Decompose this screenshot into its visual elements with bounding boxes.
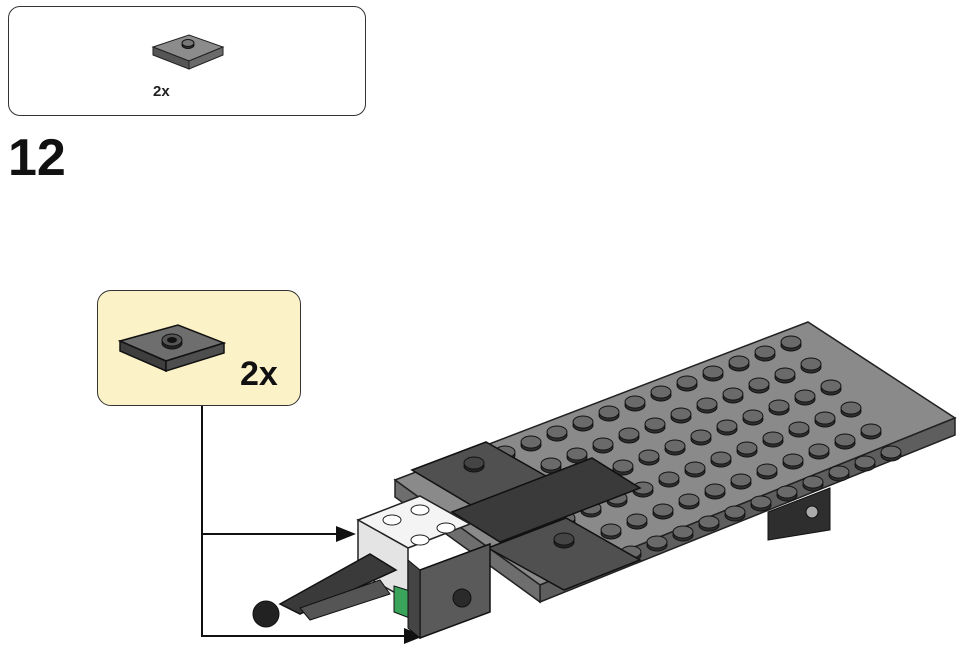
plate-stud: [750, 495, 772, 509]
plate-stud: [644, 417, 666, 431]
plate-stud: [670, 407, 692, 421]
plate-stud: [672, 525, 694, 539]
plate-stud: [716, 419, 738, 433]
tow-bar: [252, 553, 398, 628]
plate-stud: [612, 459, 634, 473]
plate-stud: [820, 379, 842, 393]
plate-stud: [762, 431, 784, 445]
plate-stud: [774, 367, 796, 381]
arrow-head-upper: [336, 526, 356, 542]
plate-stud: [788, 421, 810, 435]
plate-stud: [678, 493, 700, 507]
plate-stud: [572, 415, 594, 429]
plate-stud: [724, 505, 746, 519]
plate-stud: [676, 375, 698, 389]
plate-stud: [600, 523, 622, 537]
plate-stud: [710, 451, 732, 465]
plate-stud: [690, 429, 712, 443]
dark-plate-section: [450, 457, 642, 543]
plate-stud: [854, 455, 876, 469]
plate-stud: [834, 433, 856, 447]
plate-stud: [664, 439, 686, 453]
plate-stud: [808, 443, 830, 457]
front-dark-brick: [407, 542, 491, 640]
callout-quantity: 2x: [240, 355, 278, 393]
parts-list-box: 2x: [8, 6, 366, 116]
callout-connector-lines: [201, 406, 408, 637]
plate-stud: [638, 449, 660, 463]
plate-stud: [646, 535, 668, 549]
plate-stud: [880, 445, 902, 459]
plate-stud: [802, 475, 824, 489]
dark-gray-jumper-plate-icon: [118, 324, 227, 373]
plate-stud: [800, 357, 822, 371]
plate-stud: [728, 355, 750, 369]
plate-stud: [618, 427, 640, 441]
plate-stud: [730, 473, 752, 487]
dark-jumper-tile-front: [486, 517, 642, 591]
plate-stud: [698, 515, 720, 529]
plate-stud: [598, 405, 620, 419]
plate-stud: [776, 485, 798, 499]
plate-stud: [794, 389, 816, 403]
plate-stud: [782, 453, 804, 467]
plate-stud: [592, 437, 614, 451]
plate-stud: [650, 385, 672, 399]
plate-stud: [722, 387, 744, 401]
plate-stud: [748, 377, 770, 391]
plate-stud: [814, 411, 836, 425]
plate-stud: [546, 425, 568, 439]
white-brick: [356, 495, 472, 602]
plate-stud: [702, 365, 724, 379]
plate-stud: [566, 447, 588, 461]
plate-stud: [754, 345, 776, 359]
plate-stud: [756, 463, 778, 477]
parts-quantity: 2x: [153, 83, 170, 100]
plate-stud: [704, 483, 726, 497]
plate-stud: [626, 513, 648, 527]
plate-stud: [780, 335, 802, 349]
plate-stud: [736, 441, 758, 455]
plate-stud: [658, 471, 680, 485]
plate-stud: [828, 465, 850, 479]
plate-stud: [652, 503, 674, 517]
callout-box: 2x: [97, 290, 301, 406]
arrow-head-lower: [404, 628, 424, 644]
plate-stud: [840, 401, 862, 415]
plate-stud: [624, 395, 646, 409]
plate-stud: [540, 457, 562, 471]
plate-stud: [742, 409, 764, 423]
plate-stud: [696, 397, 718, 411]
gray-jumper-plate-icon: [151, 34, 225, 70]
plate-stud: [520, 435, 542, 449]
step-number: 12: [8, 129, 66, 187]
plate-stud: [684, 461, 706, 475]
under-bracket: [767, 487, 831, 541]
plate-stud: [860, 423, 882, 437]
plate-stud: [768, 399, 790, 413]
